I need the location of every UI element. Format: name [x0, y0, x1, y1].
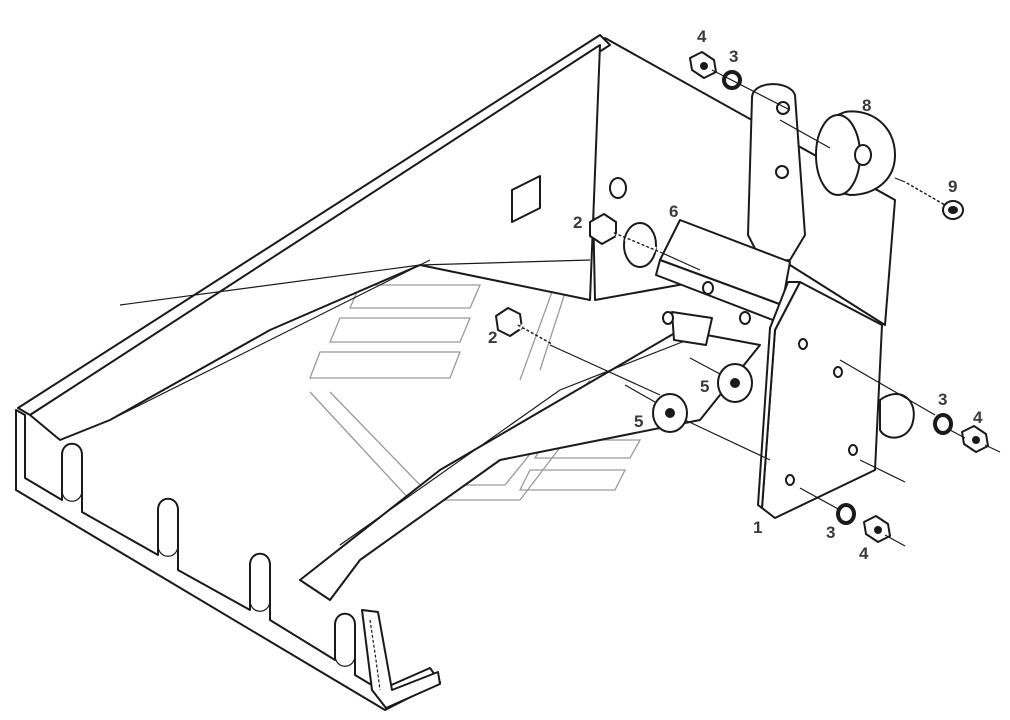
- round-hole: [609, 177, 627, 199]
- nut-part-4-bottom: [863, 515, 891, 543]
- assembly-axis-lines: [549, 69, 1001, 547]
- roller-part-8: [815, 110, 896, 196]
- bolt-part-9: [903, 179, 964, 220]
- callout-3-bottom: 3: [826, 523, 835, 542]
- block-part-6: [623, 219, 791, 346]
- callout-8: 8: [862, 96, 871, 115]
- tray-floor: [29, 44, 601, 441]
- lock-washer-part-3-top: [722, 70, 742, 90]
- callout-labels: 4 3 8 9 6 2 2 5 5 3 4 1 3 4: [488, 27, 983, 563]
- bolt-part-2-upper: [589, 213, 662, 255]
- inner-brace: [299, 329, 761, 601]
- callout-3-top: 3: [729, 47, 738, 66]
- callout-2-lower: 2: [488, 328, 497, 347]
- nut-part-4-top: [689, 51, 717, 79]
- bolt-part-2-lower: [495, 307, 554, 347]
- upright-bracket: [747, 83, 806, 263]
- washer-part-5-a: [717, 363, 753, 403]
- callout-1: 1: [753, 518, 762, 537]
- tray-frame: [15, 34, 896, 711]
- lock-washer-part-3-bottom: [836, 503, 856, 525]
- callout-5-left: 5: [634, 412, 643, 431]
- callout-2-upper: 2: [573, 213, 582, 232]
- callout-5-right: 5: [700, 377, 709, 396]
- tray-left-wall: [17, 34, 611, 416]
- weld-corner: [361, 609, 441, 709]
- mounting-plate-1: [757, 281, 915, 519]
- callout-9: 9: [948, 177, 957, 196]
- washer-part-5-b: [652, 393, 688, 433]
- callout-4-right: 4: [973, 408, 983, 427]
- callout-3-right: 3: [938, 390, 947, 409]
- callout-4-top: 4: [697, 27, 707, 46]
- lock-washer-part-3-right: [933, 413, 953, 435]
- callout-4-bottom: 4: [859, 544, 869, 563]
- nut-part-4-right: [961, 425, 989, 453]
- square-hole: [511, 175, 541, 223]
- callout-6: 6: [669, 202, 678, 221]
